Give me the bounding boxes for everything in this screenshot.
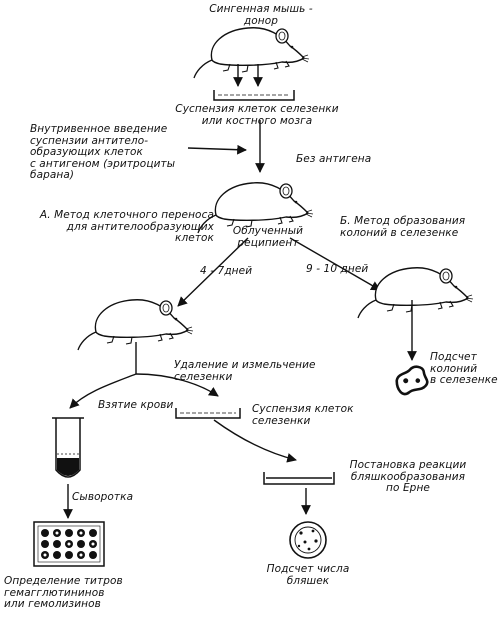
injection-label: Внутривенное введение суспензии антитело…	[30, 123, 176, 181]
recipient-label: Облученный реципиент	[232, 225, 304, 249]
days-9-10-label: 9 - 10 дней	[306, 263, 369, 275]
days-4-7-label: 4 - 7дней	[200, 265, 253, 277]
test-tube	[52, 417, 84, 478]
donor-label: Сингенная мышь - донор	[209, 3, 313, 27]
serum-label: Сыворотка	[72, 491, 134, 503]
titration-plate	[33, 521, 105, 567]
plaque-count-label: Подсчет числа бляшек	[266, 563, 350, 587]
spleen-removal-label: Удаление и измельчение селезенки	[174, 359, 316, 383]
suspension-tray-middle	[175, 408, 241, 419]
spleen-with-colonies	[395, 365, 429, 396]
colony-count-label: Подсчет колоний в селезенке	[430, 351, 498, 386]
no-antigen-label: Без антигена	[296, 153, 372, 165]
cell-suspension-label: Суспензия клеток селезенки	[252, 403, 354, 427]
blood-draw-label: Взятие крови	[98, 399, 174, 411]
titer-label: Определение титров гемагглютининов или г…	[4, 575, 123, 610]
method-b-label: Б. Метод образования колоний в селезенке	[340, 215, 466, 239]
suspension-tray-top	[213, 90, 295, 101]
suspension-spleen-marrow-label: Суспензия клеток селезенки или костного …	[175, 103, 339, 127]
jerne-plate	[263, 472, 335, 485]
jerne-label: Постановка реакции бляшкообразования по …	[349, 459, 467, 494]
method-a-label: А. Метод клеточного переноса для антител…	[39, 209, 214, 244]
petri-dish	[289, 521, 327, 559]
donor-mouse	[193, 27, 310, 79]
